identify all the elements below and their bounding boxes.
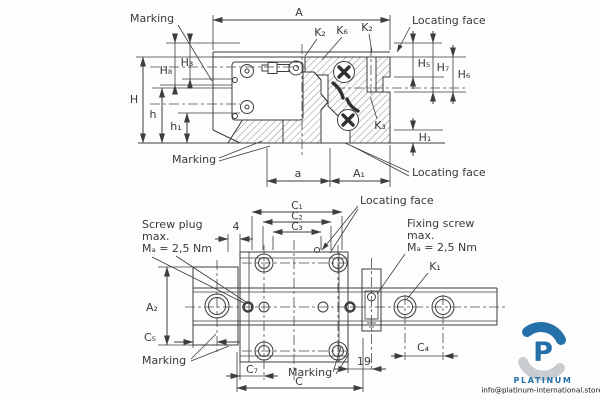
dim-label-K1: K₁ <box>429 260 441 273</box>
end-plate-screw <box>232 100 254 119</box>
callout-K3: K₃ <box>370 98 386 132</box>
watermark-logo: P PLATINUM info@platinum-international.s… <box>481 322 600 395</box>
fixing-screw-note-line1: Fixing screw <box>407 217 474 230</box>
dim-label-C: C <box>295 375 303 388</box>
section-view: A Marking K₂ K₆ K₂ Locating face <box>130 6 486 187</box>
dimension-h: h <box>150 87 232 144</box>
marking-callout-left: Marking <box>142 333 230 367</box>
end-plate <box>231 60 304 121</box>
plan-view: Screw plug max. Mₐ = 2,5 Nm 4 C₁ C₂ <box>142 194 508 392</box>
ball-bearings <box>331 61 360 131</box>
dim-label-H1: H₁ <box>419 131 432 144</box>
dim-label-H3: H₃ <box>181 56 194 69</box>
locating-face-plan-label: Locating face <box>360 194 434 207</box>
marking-bottom-label: Marking <box>172 153 216 166</box>
locating-face-callout-top: Locating face <box>396 14 486 53</box>
dimension-C7: C₇ <box>226 362 278 380</box>
rail-plan <box>193 287 498 326</box>
dimension-C2: C₂ <box>262 211 332 250</box>
dim-label-C3: C₃ <box>291 221 303 233</box>
dimension-H: H <box>130 56 213 144</box>
dimension-A: A <box>212 6 391 50</box>
dim-label-H7: H₇ <box>437 61 450 74</box>
locating-face-top-label: Locating face <box>412 14 486 27</box>
dimension-C: C <box>236 338 364 392</box>
dimension-C5: C₅ <box>144 331 240 348</box>
locating-face-callout-plan: Locating face <box>321 194 434 254</box>
plan-centerlines <box>185 240 508 380</box>
dim-label-C1: C₁ <box>291 200 303 212</box>
dim-label-H8: H₈ <box>160 64 173 77</box>
marking-top-label: Marking <box>130 12 174 25</box>
dimension-H8: H₈ <box>160 33 240 95</box>
locating-face-bottom-label: Locating face <box>412 166 486 179</box>
dim-label-K2-left: K₂ <box>314 26 326 39</box>
rail-end-block <box>192 266 239 346</box>
dimension-H1: H₁ <box>394 118 443 156</box>
dim-label-19: 19 <box>357 355 371 368</box>
logo-p-glyph: P <box>533 337 553 368</box>
screw-plug-note-line2: max. <box>142 230 169 243</box>
logo-blue-swirl <box>522 322 566 345</box>
marking-left-label: Marking <box>142 354 186 367</box>
watermark-email: info@platinum-international.store <box>481 386 600 395</box>
dim-label-A2: A₂ <box>146 301 158 314</box>
dim-label-H: H <box>130 93 138 106</box>
dimension-A1: A₁ <box>329 145 391 187</box>
dimension-h1: h₁ <box>170 112 240 144</box>
callout-K1: K₁ <box>406 260 441 300</box>
dimension-C3: C₃ <box>272 221 322 250</box>
dimension-C4: C₄ <box>391 341 458 359</box>
fixing-screw-note-line2: max. <box>407 229 434 242</box>
screw-plug-note-line3: Mₐ = 2,5 Nm <box>142 242 212 255</box>
dimension-H5: H₅ <box>394 31 444 89</box>
dim-label-K3: K₃ <box>374 119 386 132</box>
dim-label-h: h <box>150 108 157 121</box>
marking-callout-top: Marking <box>130 12 213 82</box>
dim-label-K6: K₆ <box>336 24 348 37</box>
locating-face-callout-bottom: Locating face <box>344 142 486 179</box>
dim-label-A: A <box>295 6 303 19</box>
dim-label-h1: h₁ <box>170 120 181 133</box>
watermark-brand: PLATINUM <box>514 376 573 385</box>
section-centerlines <box>150 44 468 158</box>
dimension-4: 4 <box>215 220 253 252</box>
dimension-19: 19 <box>334 355 386 373</box>
screw-plug-note-line1: Screw plug <box>142 218 203 231</box>
dimension-a: a <box>266 148 331 187</box>
logo-center <box>528 337 556 365</box>
callout-K2-left: K₂ <box>304 26 326 57</box>
recirculation-arrow <box>345 97 360 113</box>
callout-K2-right: K₂ <box>361 21 373 53</box>
marking-callout-bottom: Marking <box>172 140 271 166</box>
dim-label-K2-right: K₂ <box>361 21 373 34</box>
dim-label-C7: C₇ <box>246 363 258 376</box>
callout-K6: K₆ <box>321 24 348 61</box>
dimension-A2: A₂ <box>146 266 202 346</box>
logo-gray-swirl <box>518 357 565 381</box>
dim-label-C2: C₂ <box>291 211 303 223</box>
recirculation-arrow <box>331 81 345 100</box>
grease-nipple <box>261 60 304 76</box>
carriage-outline <box>138 51 445 144</box>
screw-plug-note: Screw plug max. Mₐ = 2,5 Nm <box>142 218 247 304</box>
dim-label-C5: C₅ <box>144 331 156 344</box>
dim-label-H6: H₆ <box>458 68 471 81</box>
end-plate-screw <box>232 64 254 83</box>
dimension-C1: C₁ <box>251 200 343 250</box>
fixing-screw-note: Fixing screw max. Mₐ = 2,5 Nm <box>376 217 477 295</box>
dimension-H6: H₆ <box>390 45 471 104</box>
dim-label-4: 4 <box>233 220 240 233</box>
dim-label-C4: C₄ <box>417 341 430 354</box>
fixing-screw-note-line3: Mₐ = 2,5 Nm <box>407 241 477 254</box>
dim-label-a: a <box>295 167 302 180</box>
dimension-H3: H₃ <box>181 33 232 89</box>
dim-label-A1: A₁ <box>353 167 365 180</box>
marking-plan-label: Marking <box>288 366 332 379</box>
lube-port <box>314 247 320 253</box>
dim-label-H5: H₅ <box>418 57 431 70</box>
carriage-plan <box>239 247 356 363</box>
marking-callout-plan-bottom: Marking <box>288 346 350 379</box>
